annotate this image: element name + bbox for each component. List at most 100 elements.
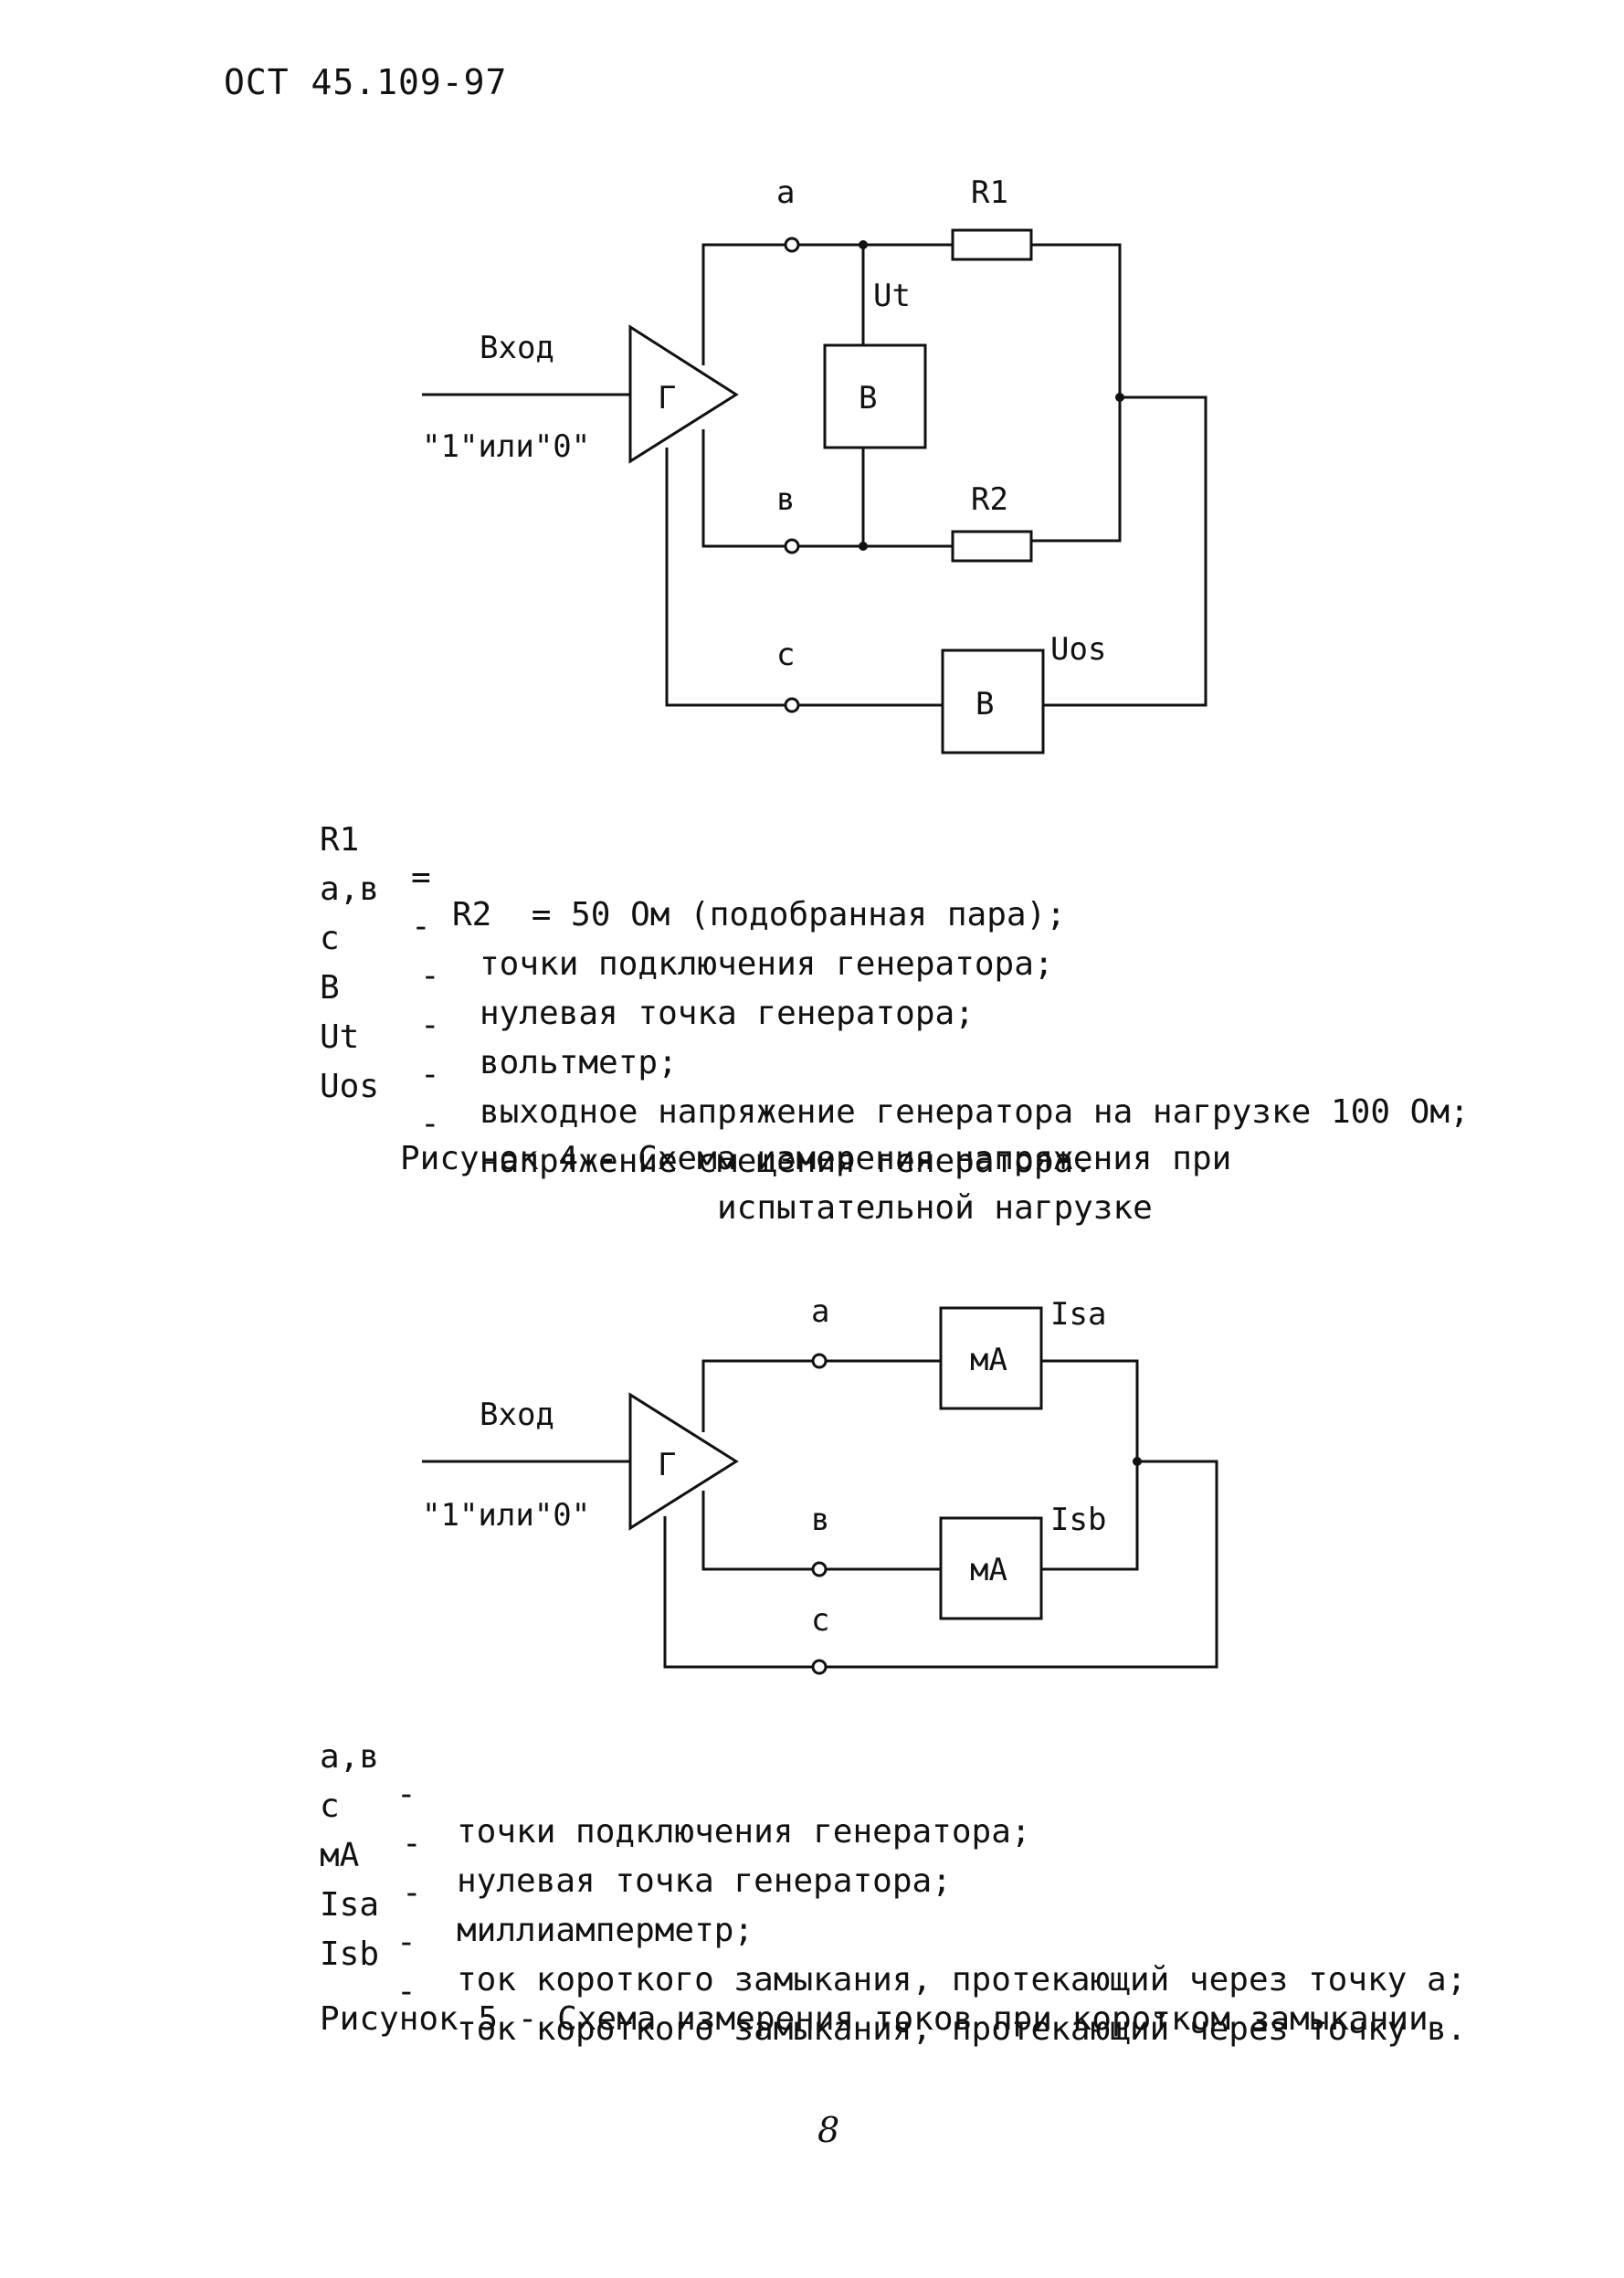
legend-symbol: Isb [320, 1935, 380, 1973]
fig4-resistor-r1 [951, 228, 1033, 261]
fig5-legend-row: Isa - ток короткого замыкания, протекающ… [320, 1849, 1507, 1999]
legend-text: нулевая точка генератора; [480, 995, 975, 1032]
figure5-circuit-diagram: Вход "1"или"0" Г а в с мА мА Isa Isb [422, 1293, 1218, 1675]
legend-text: напряжение смещения генератора. [480, 1143, 1093, 1180]
fig5-legend-row: Isb - ток короткого замыкания, протекающ… [320, 1898, 1507, 2048]
fig4-voltmeter-ut-box [823, 343, 927, 449]
legend-dash: - [411, 908, 431, 945]
document-code: ОСТ 45.109-97 [224, 62, 508, 102]
legend-dash: - [396, 1776, 417, 1813]
fig4-input-label: Вход [480, 330, 554, 366]
fig5-terminal-c [811, 1659, 828, 1675]
fig4-label-uos: Uos [1050, 631, 1106, 668]
fig5-legend-row: мА - миллиамперметр; [320, 1799, 1507, 1949]
fig4-label-r1: R1 [971, 174, 1008, 211]
fig4-node-c: с [776, 637, 795, 673]
fig4-junction-2 [859, 542, 868, 551]
legend-symbol: R1 [320, 821, 360, 859]
fig5-ammeter-top-label: мА [970, 1342, 1007, 1378]
legend-symbol: мА [320, 1837, 360, 1874]
fig4-legend-row: Ut - выходное напряжение генератора на н… [320, 981, 1507, 1131]
fig4-node-a: а [776, 174, 795, 211]
legend-dash: - [396, 1973, 417, 2010]
fig5-input-label: Вход [480, 1397, 554, 1433]
fig4-generator-label: Г [658, 380, 676, 417]
fig5-wire-b [701, 1491, 813, 1571]
fig4-wire-c [665, 448, 786, 707]
fig4-wire-uos-right [1043, 395, 1207, 707]
legend-text: нулевая точка генератора; [457, 1862, 952, 1900]
fig5-legend-row: с - нулевая точка генератора; [320, 1750, 1507, 1900]
fig4-terminal-a [784, 237, 800, 253]
legend-symbol: с [320, 1788, 340, 1825]
fig4-legend-row: а,в - точки подключения генератора; [320, 833, 1507, 983]
legend-text: ток короткого замыкания, протекающий чер… [457, 1961, 1467, 1999]
fig4-resistor-r2 [951, 530, 1033, 563]
fig5-label-isb: Isb [1050, 1502, 1106, 1538]
legend-symbol: Isa [320, 1886, 380, 1924]
fig4-legend-row: с - нулевая точка генератора; [320, 882, 1507, 1032]
fig4-label-r2: R2 [971, 481, 1008, 518]
fig5-node-c: с [811, 1602, 829, 1639]
fig4-node-b: в [776, 481, 795, 518]
legend-text: R2 = 50 Ом (подобранная пара); [452, 896, 1066, 933]
fig4-generator-triangle [628, 324, 739, 464]
fig5-caption: Рисунок 5 - Схема измерения токов при ко… [320, 2000, 1429, 2038]
fig4-legend-row: В - вольтметр; [320, 932, 1507, 1081]
page-number: 8 [817, 2110, 840, 2150]
legend-dash: = [411, 859, 431, 896]
legend-dash: - [402, 1874, 422, 1912]
fig4-voltmeter-bottom-label: В [975, 686, 994, 722]
fig4-legend-row: Uos - напряжение смещения генератора. [320, 1030, 1507, 1180]
fig5-wire-a [701, 1359, 813, 1432]
fig5-node-b: в [811, 1502, 829, 1538]
fig4-junction-1 [859, 240, 868, 249]
legend-text: точки подключения генератора; [480, 945, 1054, 983]
fig5-terminal-b [811, 1561, 828, 1577]
legend-text: миллиамперметр; [457, 1912, 754, 1949]
fig4-terminal-c [784, 697, 800, 713]
fig4-wire-b [701, 429, 786, 548]
fig4-caption-line1: Рисунок 4 - Схема измерения напряжения п… [400, 1140, 1232, 1177]
fig5-node-a: а [811, 1293, 829, 1330]
legend-dash: - [420, 1056, 440, 1093]
fig4-wire-a [701, 243, 786, 365]
fig4-legend: R1 = R2 = 50 Ом (подобранная пара); а,в … [320, 784, 1507, 1180]
fig5-input-value: "1"или"0" [422, 1497, 590, 1534]
fig5-legend-row: а,в - точки подключения генератора; [320, 1701, 1507, 1851]
legend-symbol: Ut [320, 1018, 360, 1056]
fig4-terminal-b [784, 538, 800, 554]
fig4-junction-3 [1115, 393, 1124, 402]
legend-dash: - [420, 957, 440, 995]
legend-dash: - [396, 1924, 417, 1961]
legend-dash: - [420, 1007, 440, 1044]
figure4-circuit-diagram: Вход "1"или"0" Г а в с R1 R2 Ut Uos В В [422, 174, 1207, 754]
legend-symbol: с [320, 920, 340, 957]
legend-dash: - [402, 1825, 422, 1862]
fig5-generator-triangle [628, 1392, 739, 1531]
fig4-caption-line2: испытательной нагрузке [717, 1189, 1153, 1227]
legend-symbol: а,в [320, 1738, 380, 1776]
fig5-generator-label: Г [658, 1447, 676, 1483]
legend-text: вольтметр; [480, 1044, 678, 1081]
fig5-ammeter-top-box [939, 1306, 1043, 1410]
fig4-voltmeter-top-label: В [859, 380, 877, 417]
legend-text: точки подключения генератора; [457, 1813, 1031, 1851]
legend-symbol: В [320, 969, 340, 1007]
fig5-junction [1133, 1457, 1142, 1466]
fig4-input-value: "1"или"0" [422, 428, 590, 465]
legend-dash: - [420, 1105, 440, 1143]
legend-text: ток короткого замыкания, протекающий чер… [457, 2010, 1467, 2048]
legend-symbol: Uos [320, 1068, 380, 1105]
fig5-terminal-a [811, 1353, 828, 1369]
fig5-wire-c-right [827, 1460, 1218, 1669]
fig4-label-ut: Ut [873, 278, 911, 314]
fig4-legend-row: R1 = R2 = 50 Ом (подобранная пара); [320, 784, 1507, 933]
legend-text: выходное напряжение генератора на нагруз… [480, 1093, 1470, 1131]
fig5-label-isa: Isa [1050, 1296, 1106, 1333]
fig4-voltmeter-uos-box [941, 649, 1045, 754]
fig5-legend: а,в - точки подключения генератора; с - … [320, 1701, 1507, 2048]
fig4-wire-right [1031, 243, 1122, 543]
fig5-ammeter-bottom-label: мА [970, 1552, 1007, 1588]
legend-symbol: а,в [320, 870, 380, 908]
